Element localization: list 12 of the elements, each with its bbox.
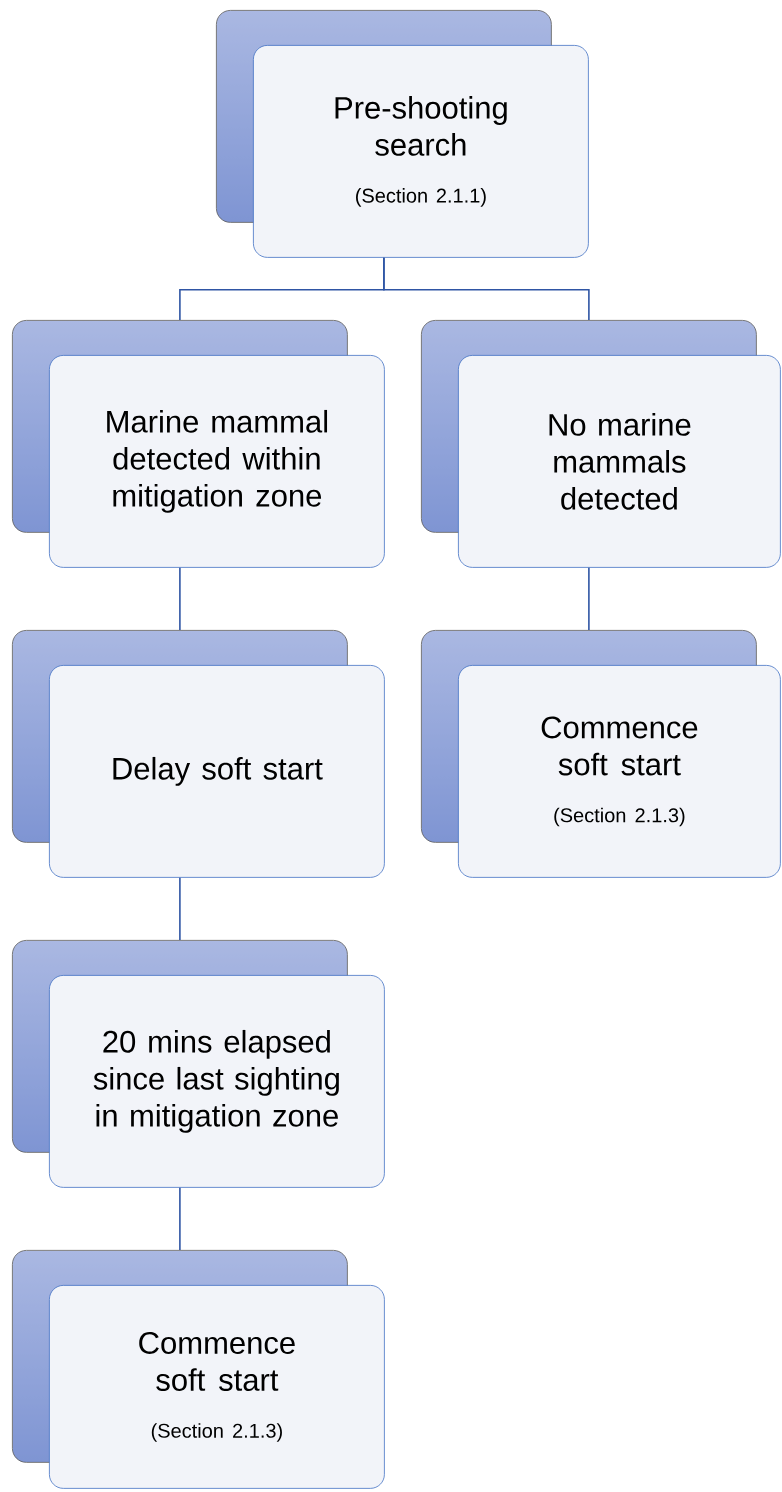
process-box: Commence soft start (Section 2.1.3) <box>421 630 781 878</box>
process-box: Commence soft start (Section 2.1.3) <box>12 1250 385 1489</box>
connector-line <box>179 877 181 941</box>
connector-line <box>383 257 590 321</box>
process-box: Pre-shooting search (Section 2.1.1) <box>216 10 589 258</box>
connector-line <box>179 1187 181 1251</box>
connector-line <box>588 567 590 631</box>
process-box: 20 mins elapsed since last sighting in mitigation zone <box>12 940 385 1188</box>
process-box: Delay soft start <box>12 630 385 878</box>
process-box: Marine mammal detected within mitigation zone <box>12 320 385 568</box>
process-box: No marine mammals detected <box>421 320 781 568</box>
connector-line <box>179 567 181 631</box>
